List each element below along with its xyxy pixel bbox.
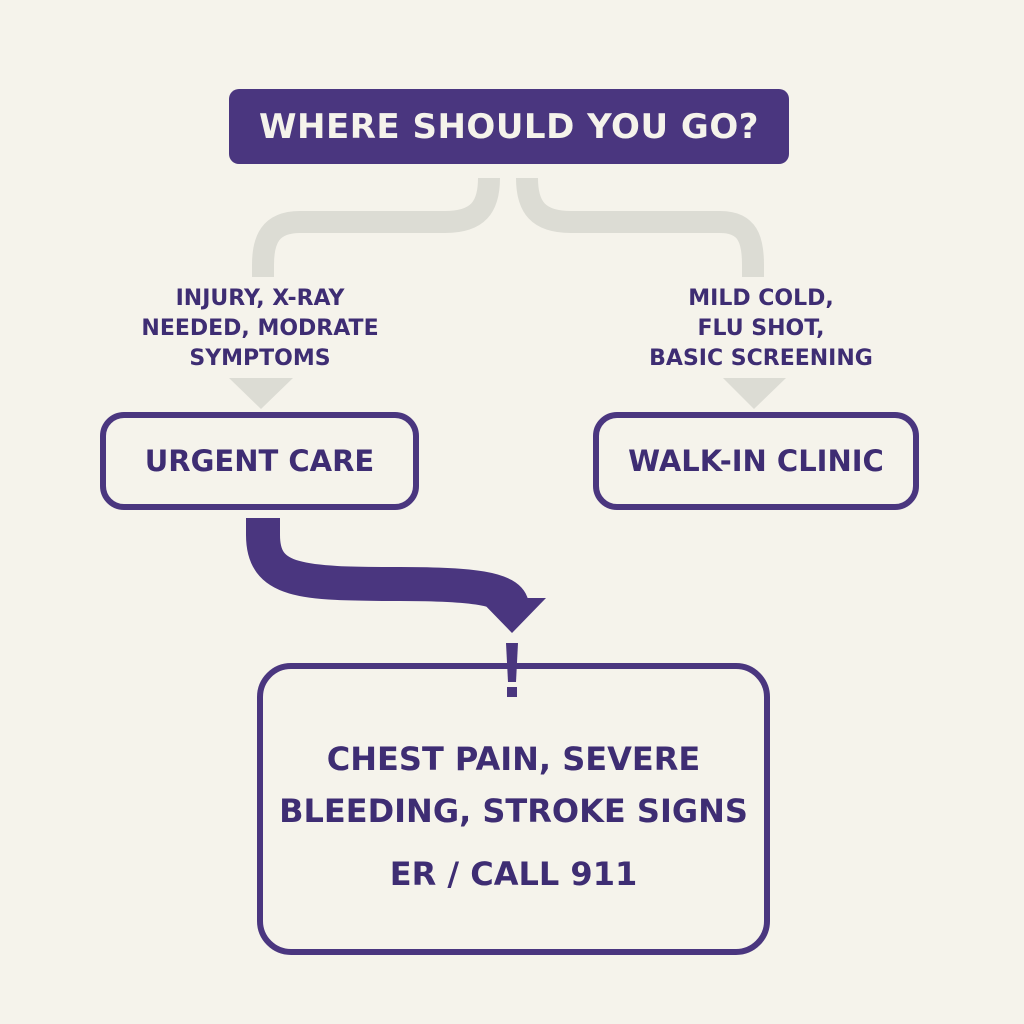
arrow-to-urgent-care bbox=[229, 378, 293, 409]
branch-connector bbox=[252, 177, 500, 277]
condition-line: NEEDED, MODRATE bbox=[141, 316, 379, 341]
urgent-care-label: URGENT CARE bbox=[144, 444, 375, 478]
arrow-to-walk-in-clinic bbox=[723, 378, 786, 409]
title-banner: WHERE SHOULD YOU GO? bbox=[229, 89, 789, 164]
emergency-symptoms: CHEST PAIN, SEVERE BLEEDING, STROKE SIGN… bbox=[263, 733, 764, 837]
walk-in-clinic-box: WALK-IN CLINIC bbox=[593, 412, 919, 510]
urgent-care-conditions: INJURY, X-RAY NEEDED, MODRATE SYMPTOMS bbox=[100, 284, 420, 374]
escalation-arrowhead bbox=[478, 598, 546, 633]
walk-in-clinic-label: WALK-IN CLINIC bbox=[628, 444, 884, 478]
walk-in-clinic-conditions: MILD COLD, FLU SHOT, BASIC SCREENING bbox=[596, 284, 926, 374]
symptom-line: BLEEDING, STROKE SIGNS bbox=[279, 792, 748, 830]
branch-connector-right bbox=[516, 177, 764, 277]
symptom-line: CHEST PAIN, SEVERE bbox=[326, 740, 701, 778]
emergency-action: ER / CALL 911 bbox=[389, 855, 638, 893]
urgent-care-box: URGENT CARE bbox=[100, 412, 419, 510]
condition-line: INJURY, X-RAY bbox=[175, 286, 345, 311]
escalation-arrow bbox=[246, 518, 529, 613]
condition-line: MILD COLD, bbox=[688, 286, 834, 311]
emergency-box: CHEST PAIN, SEVERE BLEEDING, STROKE SIGN… bbox=[257, 663, 770, 955]
condition-line: FLU SHOT, bbox=[697, 316, 825, 341]
condition-line: BASIC SCREENING bbox=[649, 346, 873, 371]
condition-line: SYMPTOMS bbox=[189, 346, 331, 371]
page-title: WHERE SHOULD YOU GO? bbox=[259, 106, 759, 147]
